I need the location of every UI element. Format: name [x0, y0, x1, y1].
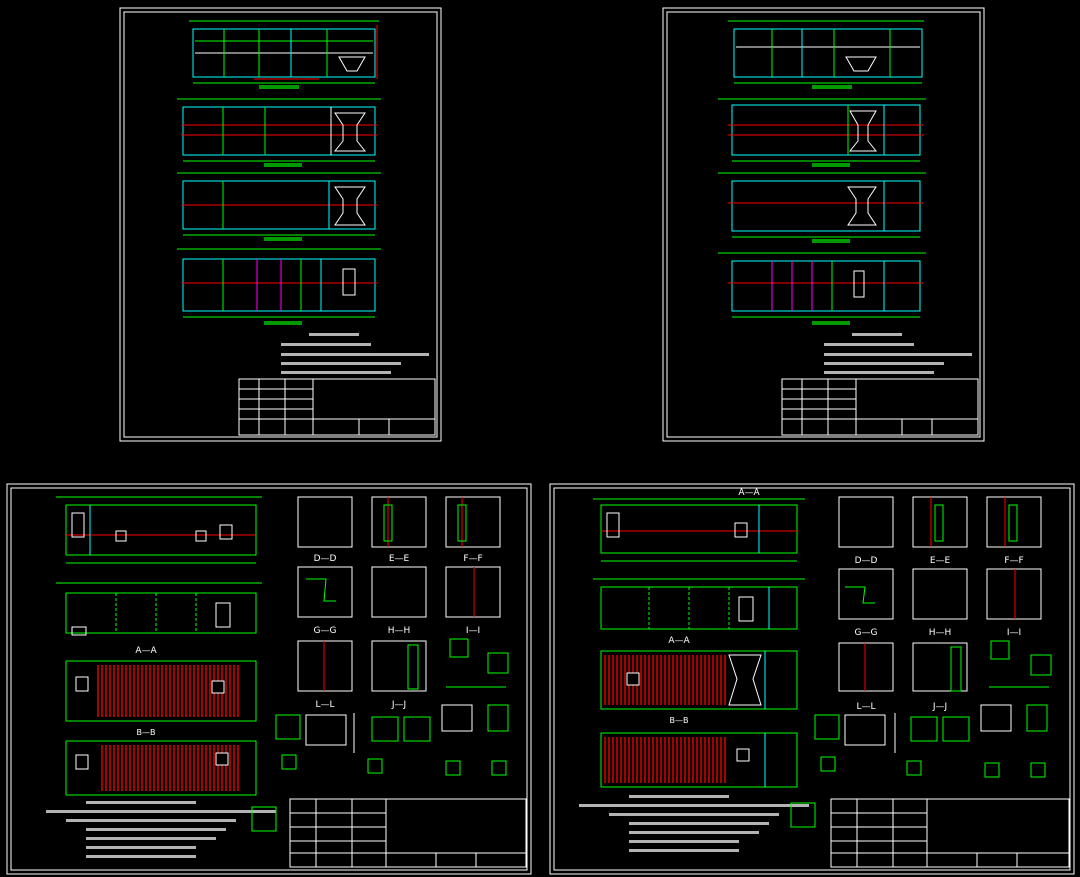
drawing-notes [281, 333, 429, 374]
detail-symbol [790, 802, 816, 828]
detail-section-views: D—D E—E F—F G—G H—H I—I L—L J—J [275, 496, 509, 776]
plan-view-3 [177, 172, 381, 241]
section-label-g: G—G [855, 628, 878, 638]
plan-view-3 [718, 172, 926, 243]
elevation-view-2: A—A [593, 578, 805, 646]
section-label-a-top: A—A [738, 488, 760, 498]
section-label-l: L—L [856, 702, 875, 712]
section-label-a: A—A [135, 646, 157, 656]
plan-view-4 [718, 252, 926, 325]
plan-view-2 [177, 98, 381, 167]
section-label-j: J—J [932, 702, 947, 712]
hatched-plan-1: B—B [600, 650, 798, 725]
section-label-e: E—E [930, 556, 951, 566]
drawing-sheet-bottom-left[interactable]: A—A B—B [6, 483, 532, 875]
plan-view-4 [177, 248, 381, 325]
title-block [781, 378, 979, 436]
detail-symbol [251, 806, 277, 832]
section-label-b: B—B [137, 728, 156, 737]
detail-section-views: D—D E—E F—F G—G H—H I—I L—L J—J [814, 496, 1052, 778]
drawing-sheet-top-left[interactable] [119, 7, 442, 442]
section-label-i: I—I [1007, 628, 1021, 638]
drawing-sheet-bottom-right[interactable]: A—A A—A [549, 483, 1075, 875]
section-label-d: D—D [314, 554, 337, 564]
section-label-a: A—A [668, 636, 690, 646]
drawing-sheet-top-right[interactable] [662, 7, 985, 442]
elevation-view-1: A—A [593, 488, 805, 562]
hatched-plan-2 [600, 732, 798, 788]
hatched-plan-1: B—B [65, 660, 257, 737]
section-label-g: G—G [314, 626, 337, 636]
drawing-notes [824, 333, 972, 374]
section-label-f: F—F [463, 554, 482, 564]
title-block [289, 798, 527, 868]
section-label-l: L—L [315, 700, 334, 710]
section-label-i: I—I [466, 626, 480, 636]
section-label-e: E—E [389, 554, 410, 564]
title-block [830, 798, 1070, 868]
plan-view-2 [718, 98, 926, 167]
drawing-notes [46, 801, 276, 858]
drawing-notes [579, 795, 809, 852]
title-block [238, 378, 436, 436]
plan-view-1 [728, 20, 924, 89]
elevation-view-2: A—A [56, 582, 262, 656]
section-label-b: B—B [670, 716, 689, 725]
section-label-h: H—H [388, 626, 411, 636]
section-label-h: H—H [929, 628, 952, 638]
section-label-d: D—D [855, 556, 878, 566]
plan-view-1 [189, 20, 379, 89]
elevation-view-1 [56, 496, 262, 564]
section-label-j: J—J [391, 700, 406, 710]
section-label-f: F—F [1004, 556, 1023, 566]
hatched-plan-2 [65, 740, 257, 796]
